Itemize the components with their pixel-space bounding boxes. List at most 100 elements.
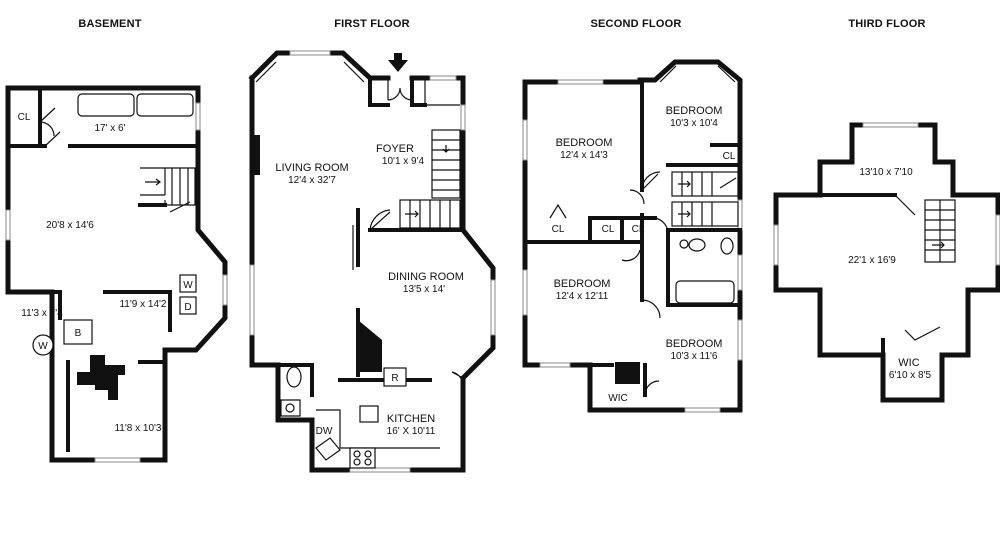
first-window: [429, 75, 457, 81]
sink-bowl: [285, 403, 295, 413]
second-floor-plan: SECOND FLOOR: [522, 18, 743, 413]
dishwasher-label: DW: [316, 426, 333, 437]
bath-sink: [688, 238, 706, 252]
second-window: [522, 269, 528, 316]
entry-arrow-icon: [388, 53, 408, 72]
basement-closet-label: CL: [18, 112, 31, 123]
bedroom-tr-dim: 10'3 x 10'4: [670, 118, 718, 129]
boiler-label: B: [75, 328, 82, 339]
basement-right-room-dim: 11'9 x 14'2: [119, 299, 166, 310]
second-window: [539, 362, 571, 368]
water-heater-label: W: [38, 341, 48, 352]
range: [349, 447, 376, 469]
basement-storage-unit: [77, 93, 135, 117]
basement-window: [5, 209, 11, 241]
powder-sink: [280, 399, 301, 417]
first-floor-exterior-wall: [248, 50, 391, 82]
washer-label: W: [183, 280, 193, 291]
burner: [364, 458, 372, 466]
third-wic-dim: 6'10 x 8'5: [889, 370, 932, 381]
burner: [353, 458, 361, 466]
second-floor-stairs: [671, 171, 739, 227]
second-window: [522, 119, 528, 161]
basement-chimney: [77, 355, 125, 400]
kitchen-counter: [316, 409, 440, 449]
closet-label: CL: [632, 224, 645, 235]
fireplace: [253, 135, 260, 175]
kitchen-dim: 16' X 10'11: [387, 426, 436, 437]
third-floor-title: THIRD FLOOR: [848, 18, 925, 30]
bedroom-bl-dim: 12'4 x 12'11: [556, 291, 609, 302]
closet-door: [549, 203, 567, 219]
bathtub: [675, 280, 735, 304]
second-window: [557, 79, 604, 85]
basement-closet-door: [39, 107, 61, 147]
bath-toilet: [720, 237, 734, 255]
first-window: [490, 279, 496, 336]
bedroom-bl-name: BEDROOM: [554, 278, 611, 290]
dryer: [179, 296, 197, 315]
third-floor-plan: THIRD FLOOR 13'10 x 7'10 22'1 x 16'9 WIC…: [773, 18, 1000, 403]
basement-title: BASEMENT: [78, 18, 141, 30]
second-window: [737, 254, 743, 291]
second-door: [641, 299, 661, 319]
dishwasher: [315, 437, 341, 461]
bedroom-tl-dim: 12'4 x 14'3: [560, 150, 608, 161]
basement-left-room-dim: 11'3 x 7'4: [21, 308, 63, 319]
third-main-room-dim: 22'1 x 16'9: [848, 255, 896, 266]
chimney-stack: [358, 320, 382, 372]
basement-plan: BASEMENT: [5, 18, 228, 463]
closet-label: CL: [552, 224, 565, 235]
second-window: [684, 407, 721, 413]
boiler: [63, 319, 93, 345]
third-window: [995, 214, 1000, 266]
wic-door: [904, 326, 941, 341]
dryer-label: D: [184, 302, 191, 313]
closet-label: CL: [602, 224, 615, 235]
basement-exterior-wall-left: [5, 85, 93, 463]
bedroom-tl-name: BEDROOM: [556, 137, 613, 149]
second-chimney: [615, 362, 640, 384]
wic-label: WIC: [608, 393, 627, 404]
first-floor-plan: FIRST FLOOR: [248, 18, 496, 473]
second-door: [629, 189, 645, 205]
basement-window: [222, 274, 228, 306]
back-door: [451, 371, 464, 386]
second-door: [641, 171, 661, 191]
front-door: [387, 80, 413, 101]
foyer-name: FOYER: [376, 143, 414, 155]
second-floor-title: SECOND FLOOR: [590, 18, 681, 30]
living-room-name: LIVING ROOM: [275, 162, 348, 174]
dining-room-dim: 13'5 x 14': [403, 284, 445, 295]
refrigerator-label: R: [391, 373, 398, 384]
first-door: [369, 209, 391, 231]
basement-exterior-wall: [5, 85, 228, 463]
washer: [179, 274, 197, 293]
bedroom-br-dim: 10'3 x 11'6: [670, 351, 717, 362]
dining-room-name: DINING ROOM: [388, 271, 464, 283]
closet-label: CL: [723, 151, 736, 162]
third-door: [894, 194, 916, 216]
third-window: [862, 122, 919, 128]
second-bay-window: [659, 65, 736, 83]
burner: [364, 450, 372, 458]
first-window: [460, 104, 466, 131]
third-top-room-dim: 13'10 x 7'10: [859, 167, 913, 178]
basement-window: [195, 102, 201, 131]
second-door: [621, 249, 641, 262]
basement-room-top-dim: 17' x 6': [94, 123, 125, 134]
kitchen-name: KITCHEN: [387, 413, 435, 425]
second-door: [654, 217, 669, 235]
bedroom-tr-name: BEDROOM: [666, 105, 723, 117]
basement-main-room-dim: 20'8 x 14'6: [46, 220, 94, 231]
basement-stairs: [138, 167, 196, 213]
third-wic-name: WIC: [898, 357, 919, 369]
wic-door: [644, 380, 660, 396]
refrigerator: [383, 367, 407, 387]
bath-fixture: [679, 239, 689, 249]
third-window: [773, 224, 779, 266]
foyer-closet: [424, 80, 460, 106]
kitchen-sink: [359, 405, 379, 423]
basement-storage-unit: [136, 93, 194, 117]
